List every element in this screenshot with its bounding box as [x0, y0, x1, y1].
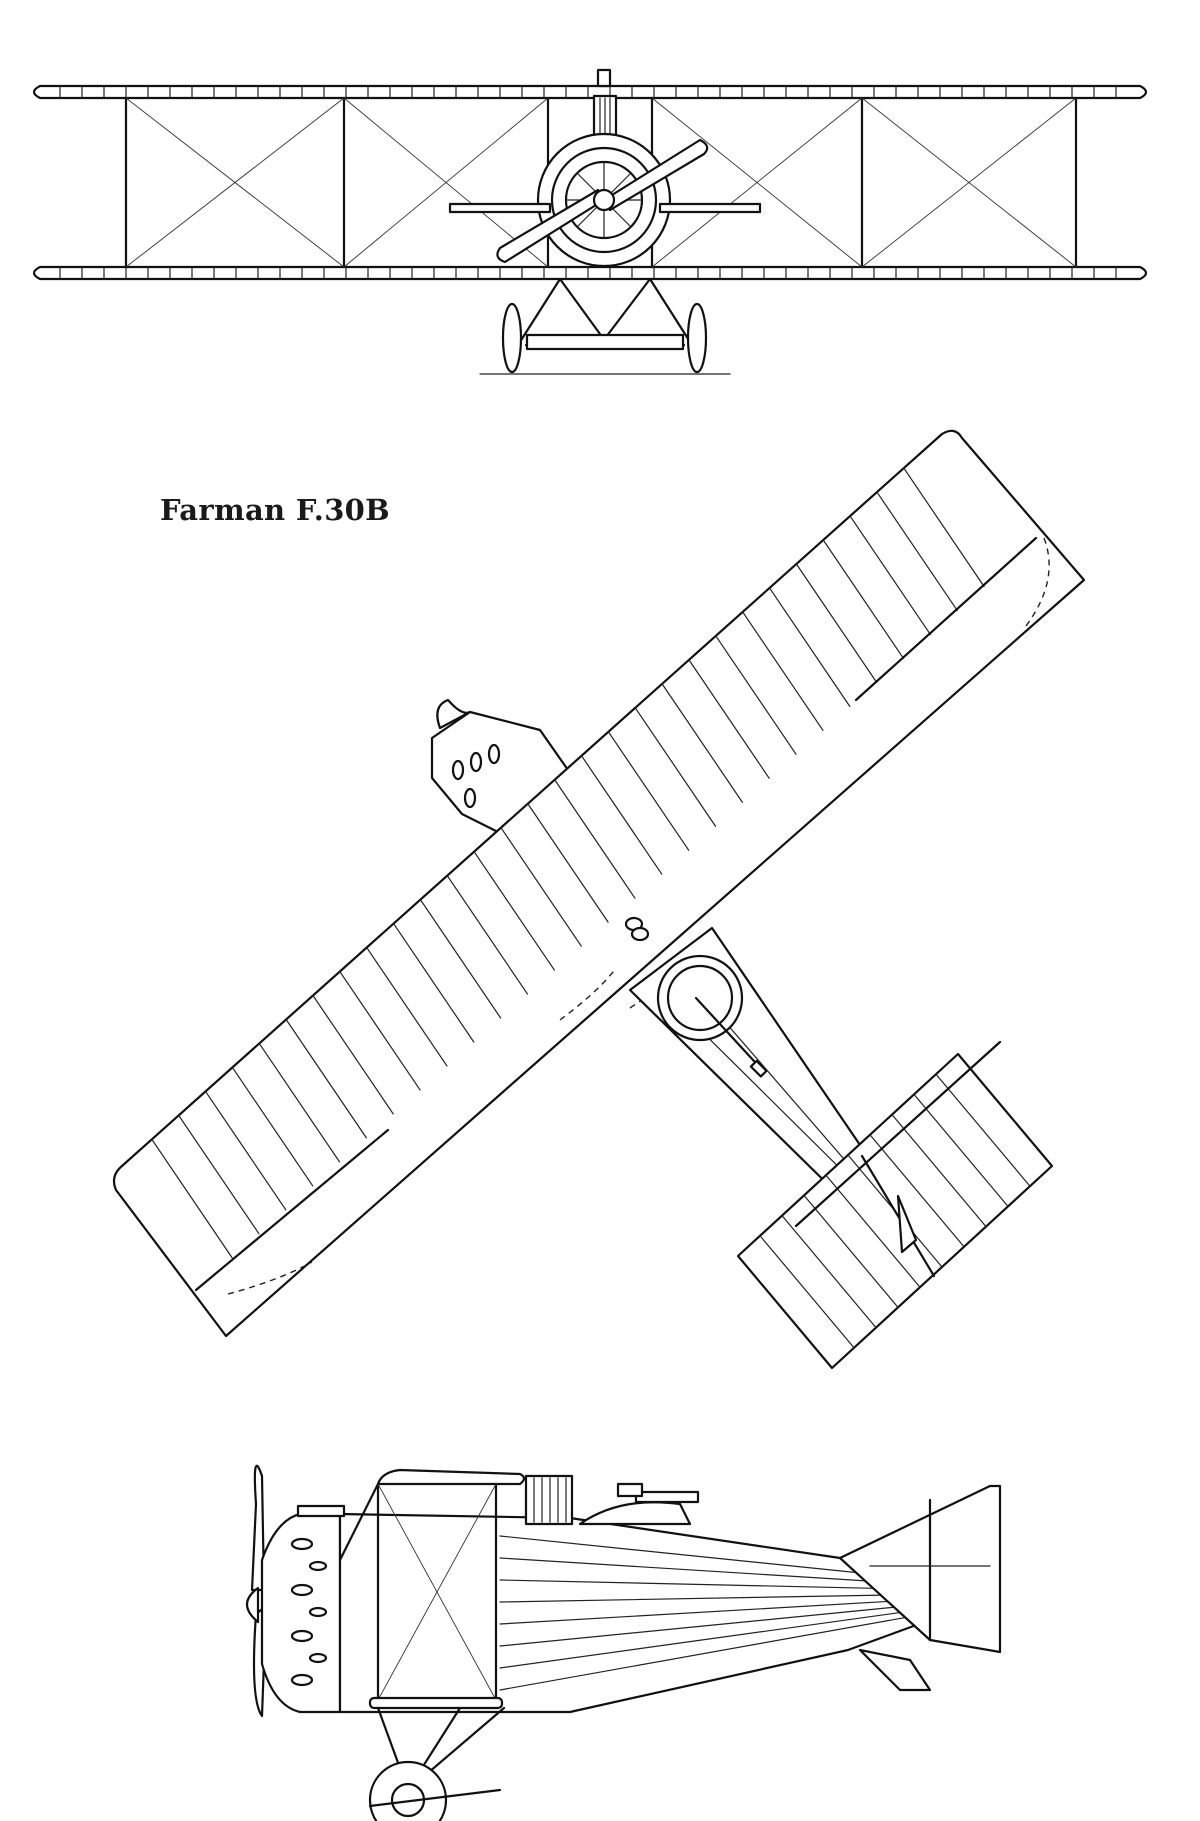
- aircraft-title: Farman F.30B: [160, 493, 390, 527]
- plan-wing-ribs: [151, 467, 985, 1259]
- side-lower-wing: [368, 1696, 504, 1710]
- front-gun-tip: [596, 68, 612, 88]
- plan-tailplane-ribs: [759, 1073, 1031, 1349]
- side-machine-gun: [634, 1490, 700, 1504]
- side-fuselage-stringers: [499, 1535, 921, 1691]
- front-lower-wing: [32, 265, 1148, 281]
- front-tailplane-left: [448, 202, 552, 214]
- front-view: [32, 68, 1148, 375]
- plan-left-dashed-outline: [227, 1261, 313, 1295]
- top-view: [112, 429, 1086, 1370]
- side-radiator: [524, 1474, 574, 1526]
- side-gunner-cowl: [578, 1501, 692, 1526]
- front-axle-fairing: [525, 333, 685, 351]
- plan-rudder: [896, 1194, 918, 1254]
- side-ground-line: [368, 1788, 502, 1808]
- front-wheel-left: [501, 302, 523, 374]
- side-view: [245, 1464, 1002, 1821]
- propeller-spinner: [592, 188, 616, 212]
- plan-left-aileron-hinge: [194, 1128, 390, 1292]
- side-propeller: [250, 1464, 266, 1592]
- front-lower-wing-ribs: [59, 266, 1117, 280]
- front-upper-wing-ribs: [59, 85, 1117, 99]
- side-fin: [838, 1484, 1002, 1654]
- side-engine-cowling: [260, 1512, 342, 1714]
- side-interplane-struts: [338, 1482, 498, 1702]
- plan-main-wing: [112, 429, 1086, 1338]
- plan-spinner: [436, 698, 472, 730]
- side-upper-wing: [376, 1468, 526, 1486]
- front-tailplane-right: [658, 202, 762, 214]
- plan-gunner-cockpit: [656, 954, 744, 1042]
- plan-right-dashed-outline: [1025, 537, 1050, 627]
- propeller-front: [602, 138, 709, 212]
- side-spinner: [245, 1586, 260, 1624]
- side-fuselage: [338, 1512, 932, 1714]
- plan-fin: [860, 1154, 936, 1278]
- front-bracing-wires: [125, 97, 1077, 268]
- side-wheel: [368, 1760, 448, 1821]
- plan-right-aileron-hinge: [854, 536, 1038, 702]
- front-wheel-right: [686, 302, 708, 374]
- side-tailskid: [858, 1648, 932, 1692]
- front-upper-wing: [32, 84, 1148, 100]
